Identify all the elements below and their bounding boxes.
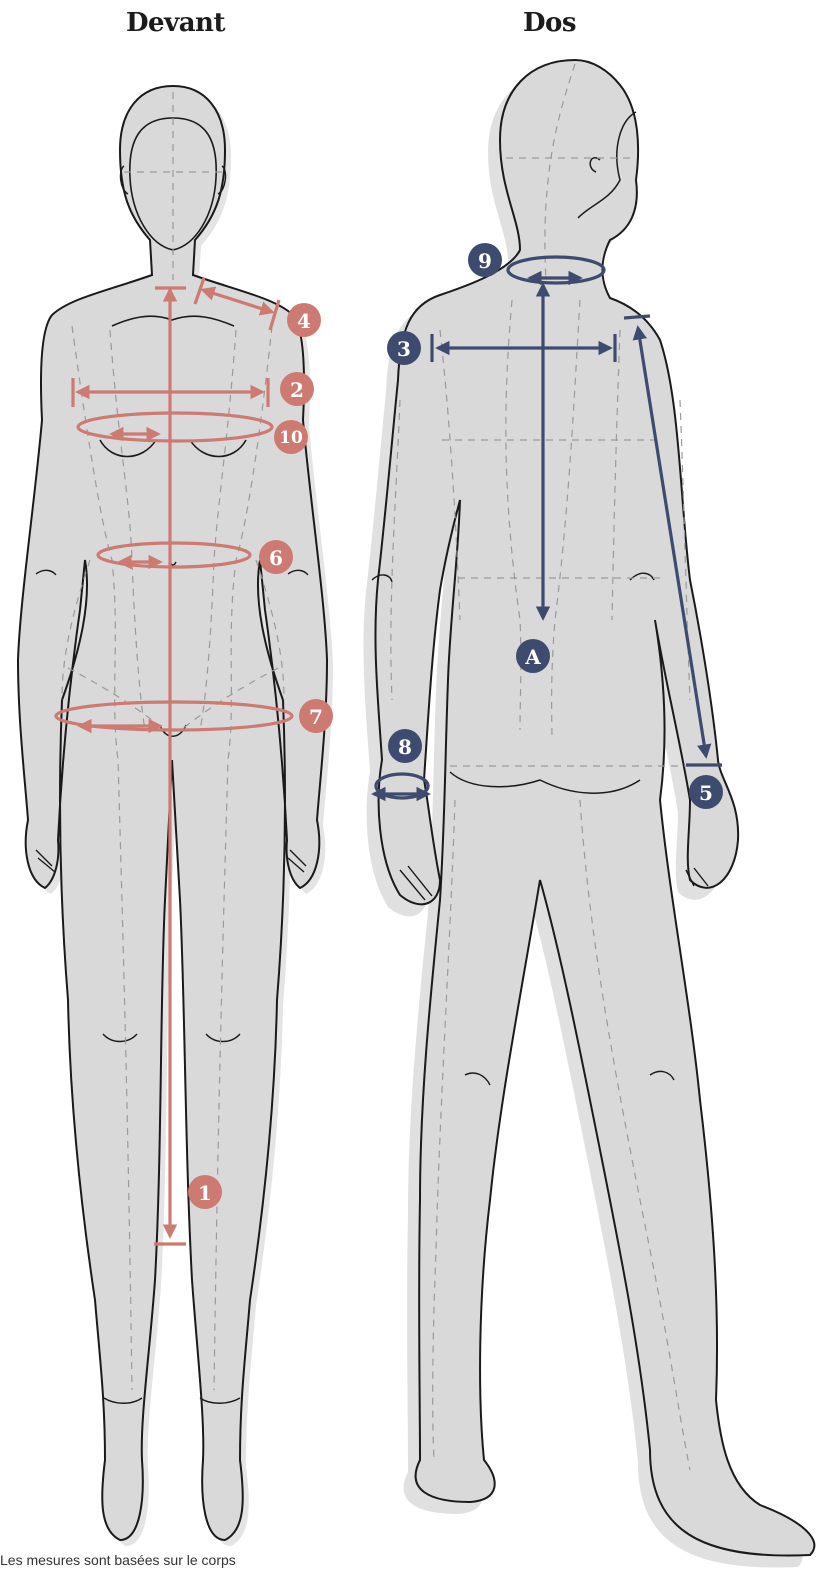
badge-A: A — [516, 639, 550, 673]
badge-4-label: 4 — [297, 309, 311, 333]
badge-10: 10 — [274, 420, 308, 454]
badge-5-label: 5 — [699, 781, 713, 805]
badge-1: 1 — [188, 1175, 222, 1209]
badge-4: 4 — [287, 303, 321, 337]
badge-3: 3 — [387, 331, 421, 365]
badge-A-label: A — [524, 645, 541, 669]
badge-8-label: 8 — [398, 735, 412, 759]
badge-6-label: 6 — [269, 546, 283, 570]
badge-7: 7 — [299, 699, 333, 733]
badge-7-label: 7 — [309, 705, 323, 729]
badge-9: 9 — [468, 243, 502, 277]
badge-1-label: 1 — [198, 1181, 212, 1205]
badge-3-label: 3 — [397, 337, 411, 361]
badge-8: 8 — [388, 729, 422, 763]
badge-9-label: 9 — [478, 249, 492, 273]
badge-5: 5 — [689, 775, 723, 809]
badge-10-label: 10 — [279, 428, 303, 448]
measurement-footnote: Les mesures sont basées sur le corps — [0, 1552, 240, 1571]
front-figure — [18, 86, 333, 1546]
back-figure — [363, 60, 814, 1568]
badge-6: 6 — [259, 540, 293, 574]
arm-length-top-tick — [624, 316, 650, 318]
badge-2: 2 — [280, 372, 314, 406]
badge-2-label: 2 — [290, 378, 304, 402]
